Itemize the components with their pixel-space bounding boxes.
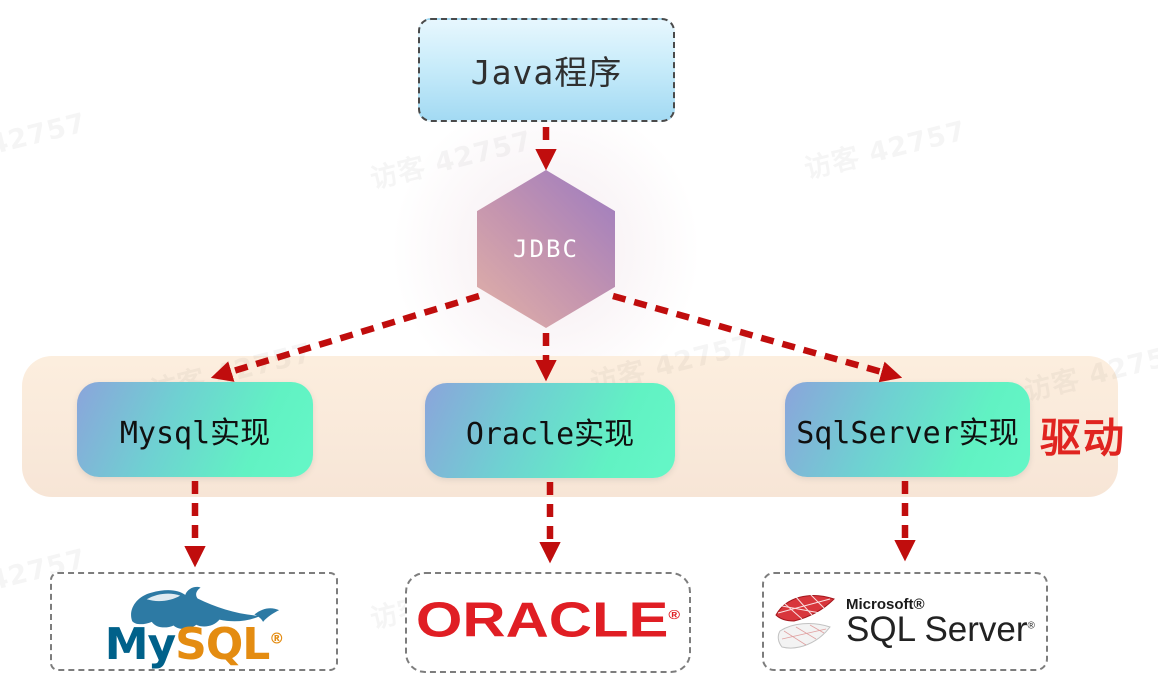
oracle-wordmark: ORACLE® xyxy=(376,596,720,645)
mysql-impl-label: Mysql实现 xyxy=(119,415,271,451)
mysql-impl-box: Mysql实现 xyxy=(77,382,313,477)
jdbc-label: JDBC xyxy=(513,235,579,263)
driver-label: 驱动 xyxy=(1040,415,1126,461)
java-program-label: Java程序 xyxy=(470,53,623,92)
mysql-dolphin-icon xyxy=(131,586,280,629)
oracle-impl-label: Oracle实现 xyxy=(465,416,635,452)
sqlserver-emblem-icon xyxy=(775,593,835,648)
microsoft-label: Microsoft® xyxy=(846,595,925,613)
oracle-impl-box: Oracle实现 xyxy=(425,383,675,478)
sqlserver-impl-label: SqlServer实现 xyxy=(796,415,1019,451)
mysql-wordmark-sql: SQL xyxy=(175,619,270,670)
mysql-db-box: MySQL® xyxy=(50,572,338,671)
sqlserver-registered-mark: ® xyxy=(1027,619,1035,631)
mysql-wordmark-my: My xyxy=(104,619,176,670)
sqlserver-db-box: Microsoft® SQL Server® xyxy=(762,572,1048,671)
sqlserver-logo: Microsoft® SQL Server® xyxy=(772,574,1046,669)
watermark: 访客 42757 xyxy=(801,115,970,186)
mysql-registered-mark: ® xyxy=(269,629,284,648)
oracle-wordmark-text: ORACLE xyxy=(415,593,669,648)
sqlserver-label: SQL Server xyxy=(846,609,1028,649)
sqlserver-impl-box: SqlServer实现 xyxy=(785,382,1030,477)
sqlserver-wordmark: Microsoft® SQL Server® xyxy=(846,597,1035,647)
watermark: 访客 42757 xyxy=(0,107,90,177)
mysql-wordmark: MySQL® xyxy=(52,623,336,667)
oracle-db-box: ORACLE® xyxy=(405,572,691,673)
java-program-box: Java程序 xyxy=(418,18,675,122)
oracle-registered-mark: ® xyxy=(668,606,681,622)
